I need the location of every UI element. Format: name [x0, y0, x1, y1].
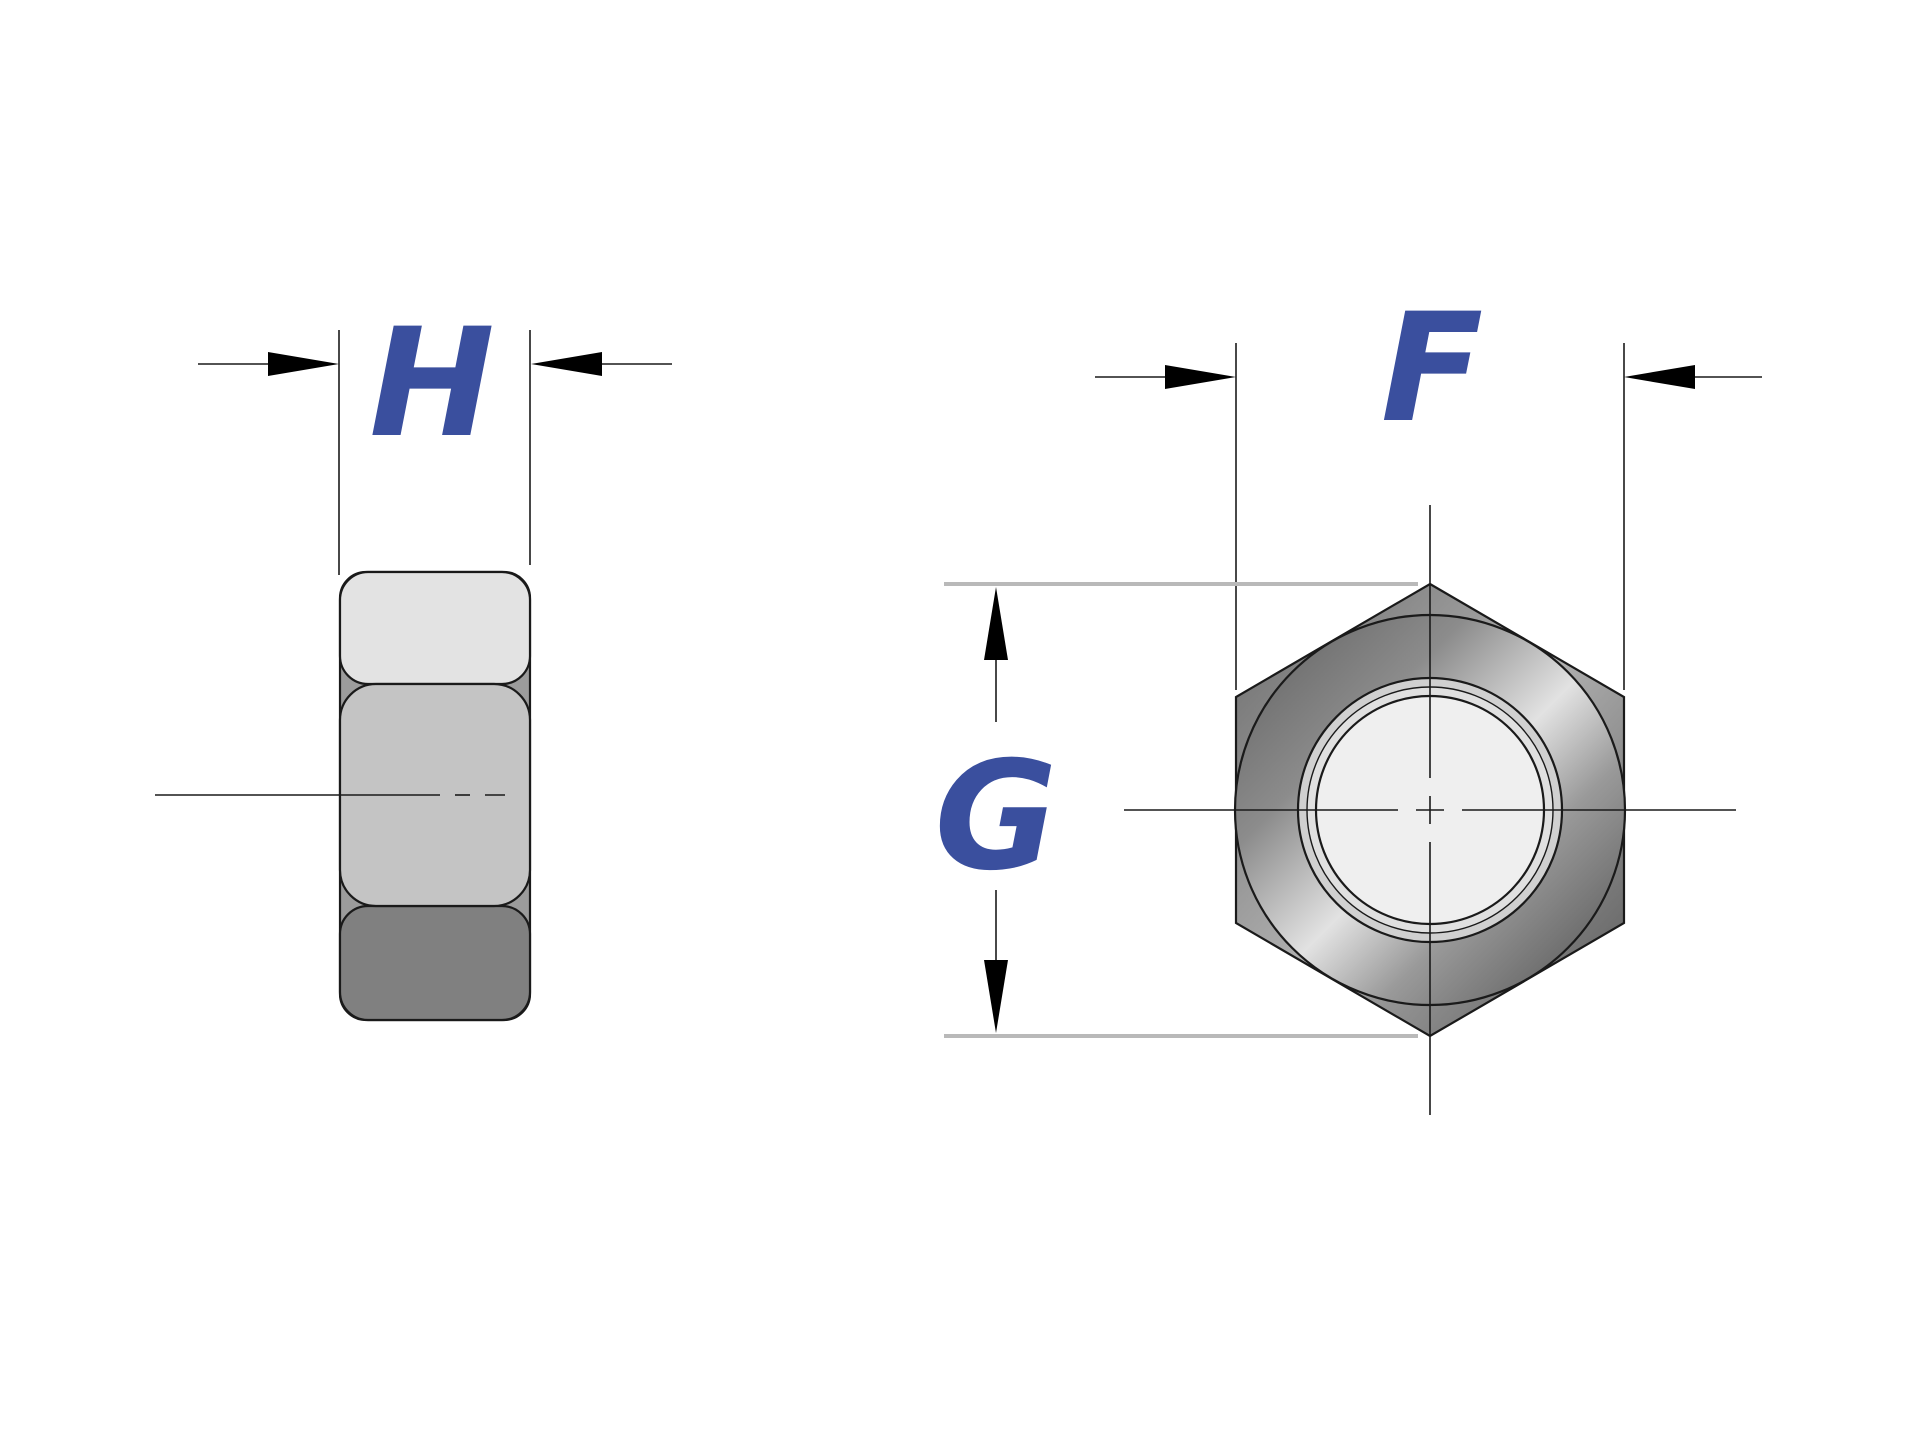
front-view-centerlines: [1124, 505, 1736, 1115]
h-arrow-right: [531, 352, 602, 376]
h-arrow-left: [268, 352, 339, 376]
side-view-face-bottom: [338, 904, 532, 1022]
f-label: F: [1381, 282, 1483, 456]
thickness-dimension: H: [198, 297, 672, 575]
f-arrow-right: [1624, 365, 1695, 389]
width-across-flats-dimension: F: [1095, 282, 1762, 690]
g-arrow-top: [984, 587, 1008, 660]
width-across-corners-dimension: G: [934, 582, 1418, 1038]
g-label: G: [934, 730, 1057, 904]
side-view-nut: [338, 570, 532, 1022]
f-arrow-left: [1165, 365, 1236, 389]
side-view-face-top: [338, 570, 532, 686]
g-arrow-bottom: [984, 960, 1008, 1033]
h-label: H: [369, 297, 495, 471]
